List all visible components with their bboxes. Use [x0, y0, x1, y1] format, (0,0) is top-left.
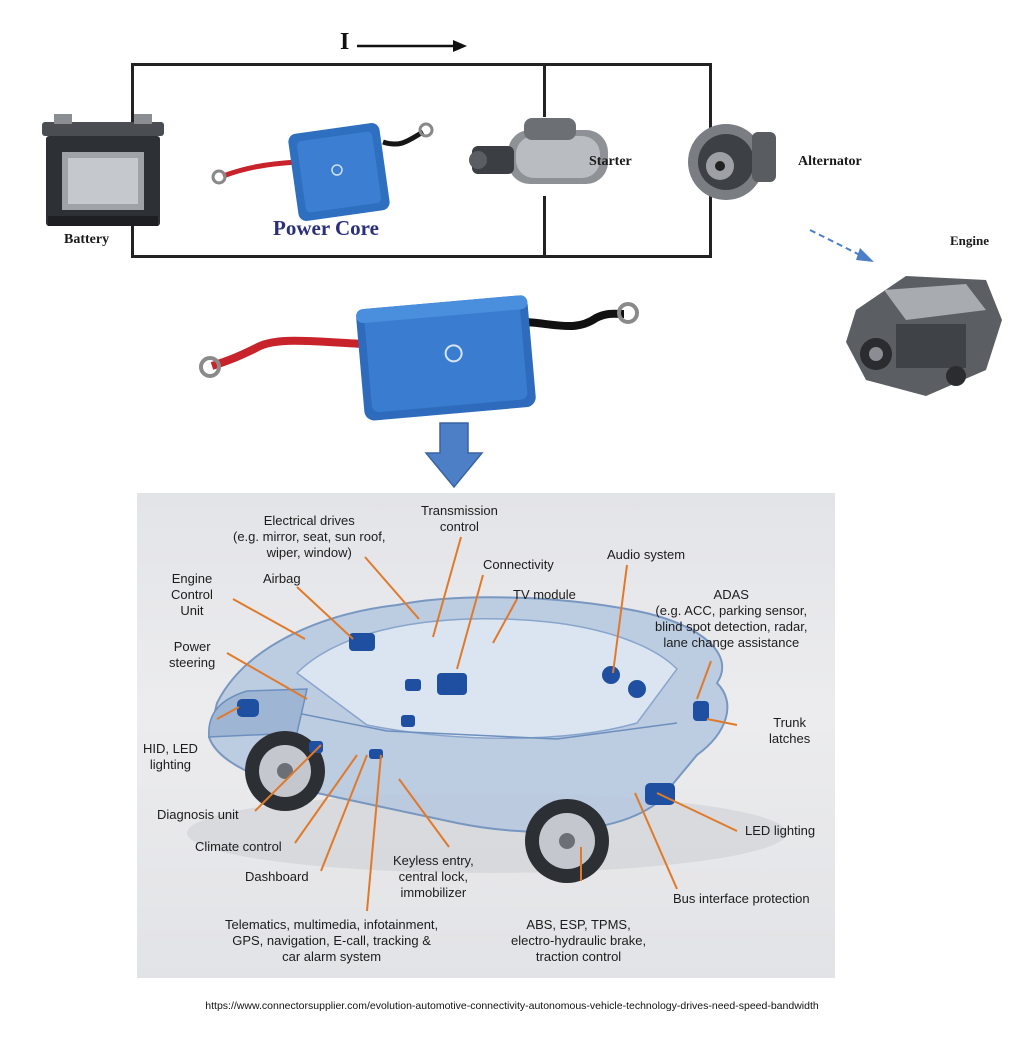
- power-core-label: Power Core: [273, 216, 379, 240]
- power-core-small-icon: [211, 122, 434, 221]
- car-illustration: [187, 536, 787, 912]
- source-url: https://www.connectorsupplier.com/evolut…: [205, 1000, 819, 1012]
- callout-audio-system: Audio system: [607, 547, 686, 562]
- callout-engine-control-unit: Engine Control Unit: [171, 571, 213, 618]
- callout-abs-esp: ABS, ESP, TPMS, electro-hydraulic brake,…: [511, 917, 647, 964]
- callout-connectivity: Connectivity: [483, 557, 554, 572]
- callout-electrical-drives: Electrical drives (e.g. mirror, seat, su…: [233, 513, 386, 560]
- power-core-large-icon: [199, 295, 639, 421]
- down-arrow: [424, 422, 484, 489]
- callout-transmission-control: Transmission control: [421, 503, 498, 534]
- battery-label: Battery: [64, 232, 110, 247]
- callout-tv-module: TV module: [513, 587, 576, 602]
- engine-label: Engine: [950, 233, 990, 248]
- alternator-label: Alternator: [798, 154, 862, 169]
- callout-climate-control: Climate control: [195, 839, 282, 854]
- car-electronics-panel: Electrical drives (e.g. mirror, seat, su…: [137, 493, 835, 978]
- battery-icon: [42, 114, 164, 226]
- callout-dashboard: Dashboard: [245, 869, 309, 884]
- engine-icon: [846, 276, 1002, 396]
- callout-adas: ADAS (e.g. ACC, parking sensor, blind sp…: [655, 587, 808, 650]
- callout-airbag: Airbag: [263, 571, 301, 586]
- starter-tap-top: [543, 63, 546, 117]
- callout-led-lighting: LED lighting: [745, 823, 816, 838]
- starter-icon: [469, 118, 608, 184]
- alternator-icon: [688, 124, 776, 200]
- callout-bus-interface-protection: Bus interface protection: [673, 891, 810, 906]
- engine-dashed-arrow: [809, 229, 874, 262]
- current-label: I: [340, 29, 350, 55]
- callout-hid-led-lighting: HID, LED lighting: [143, 741, 198, 772]
- callout-power-steering: Power steering: [169, 639, 216, 670]
- top-wire: [131, 63, 712, 66]
- starter-label: Starter: [589, 154, 632, 169]
- callout-telematics: Telematics, multimedia, infotainment, GP…: [225, 917, 439, 964]
- bottom-wire: [131, 255, 712, 258]
- callout-diagnosis-unit: Diagnosis unit: [157, 807, 239, 822]
- current-arrow: [357, 40, 467, 52]
- starter-tap-bottom: [543, 196, 546, 258]
- callout-trunk-latches: Trunk latches: [769, 715, 811, 746]
- callout-keyless-entry: Keyless entry, central lock, immobilizer: [393, 853, 474, 900]
